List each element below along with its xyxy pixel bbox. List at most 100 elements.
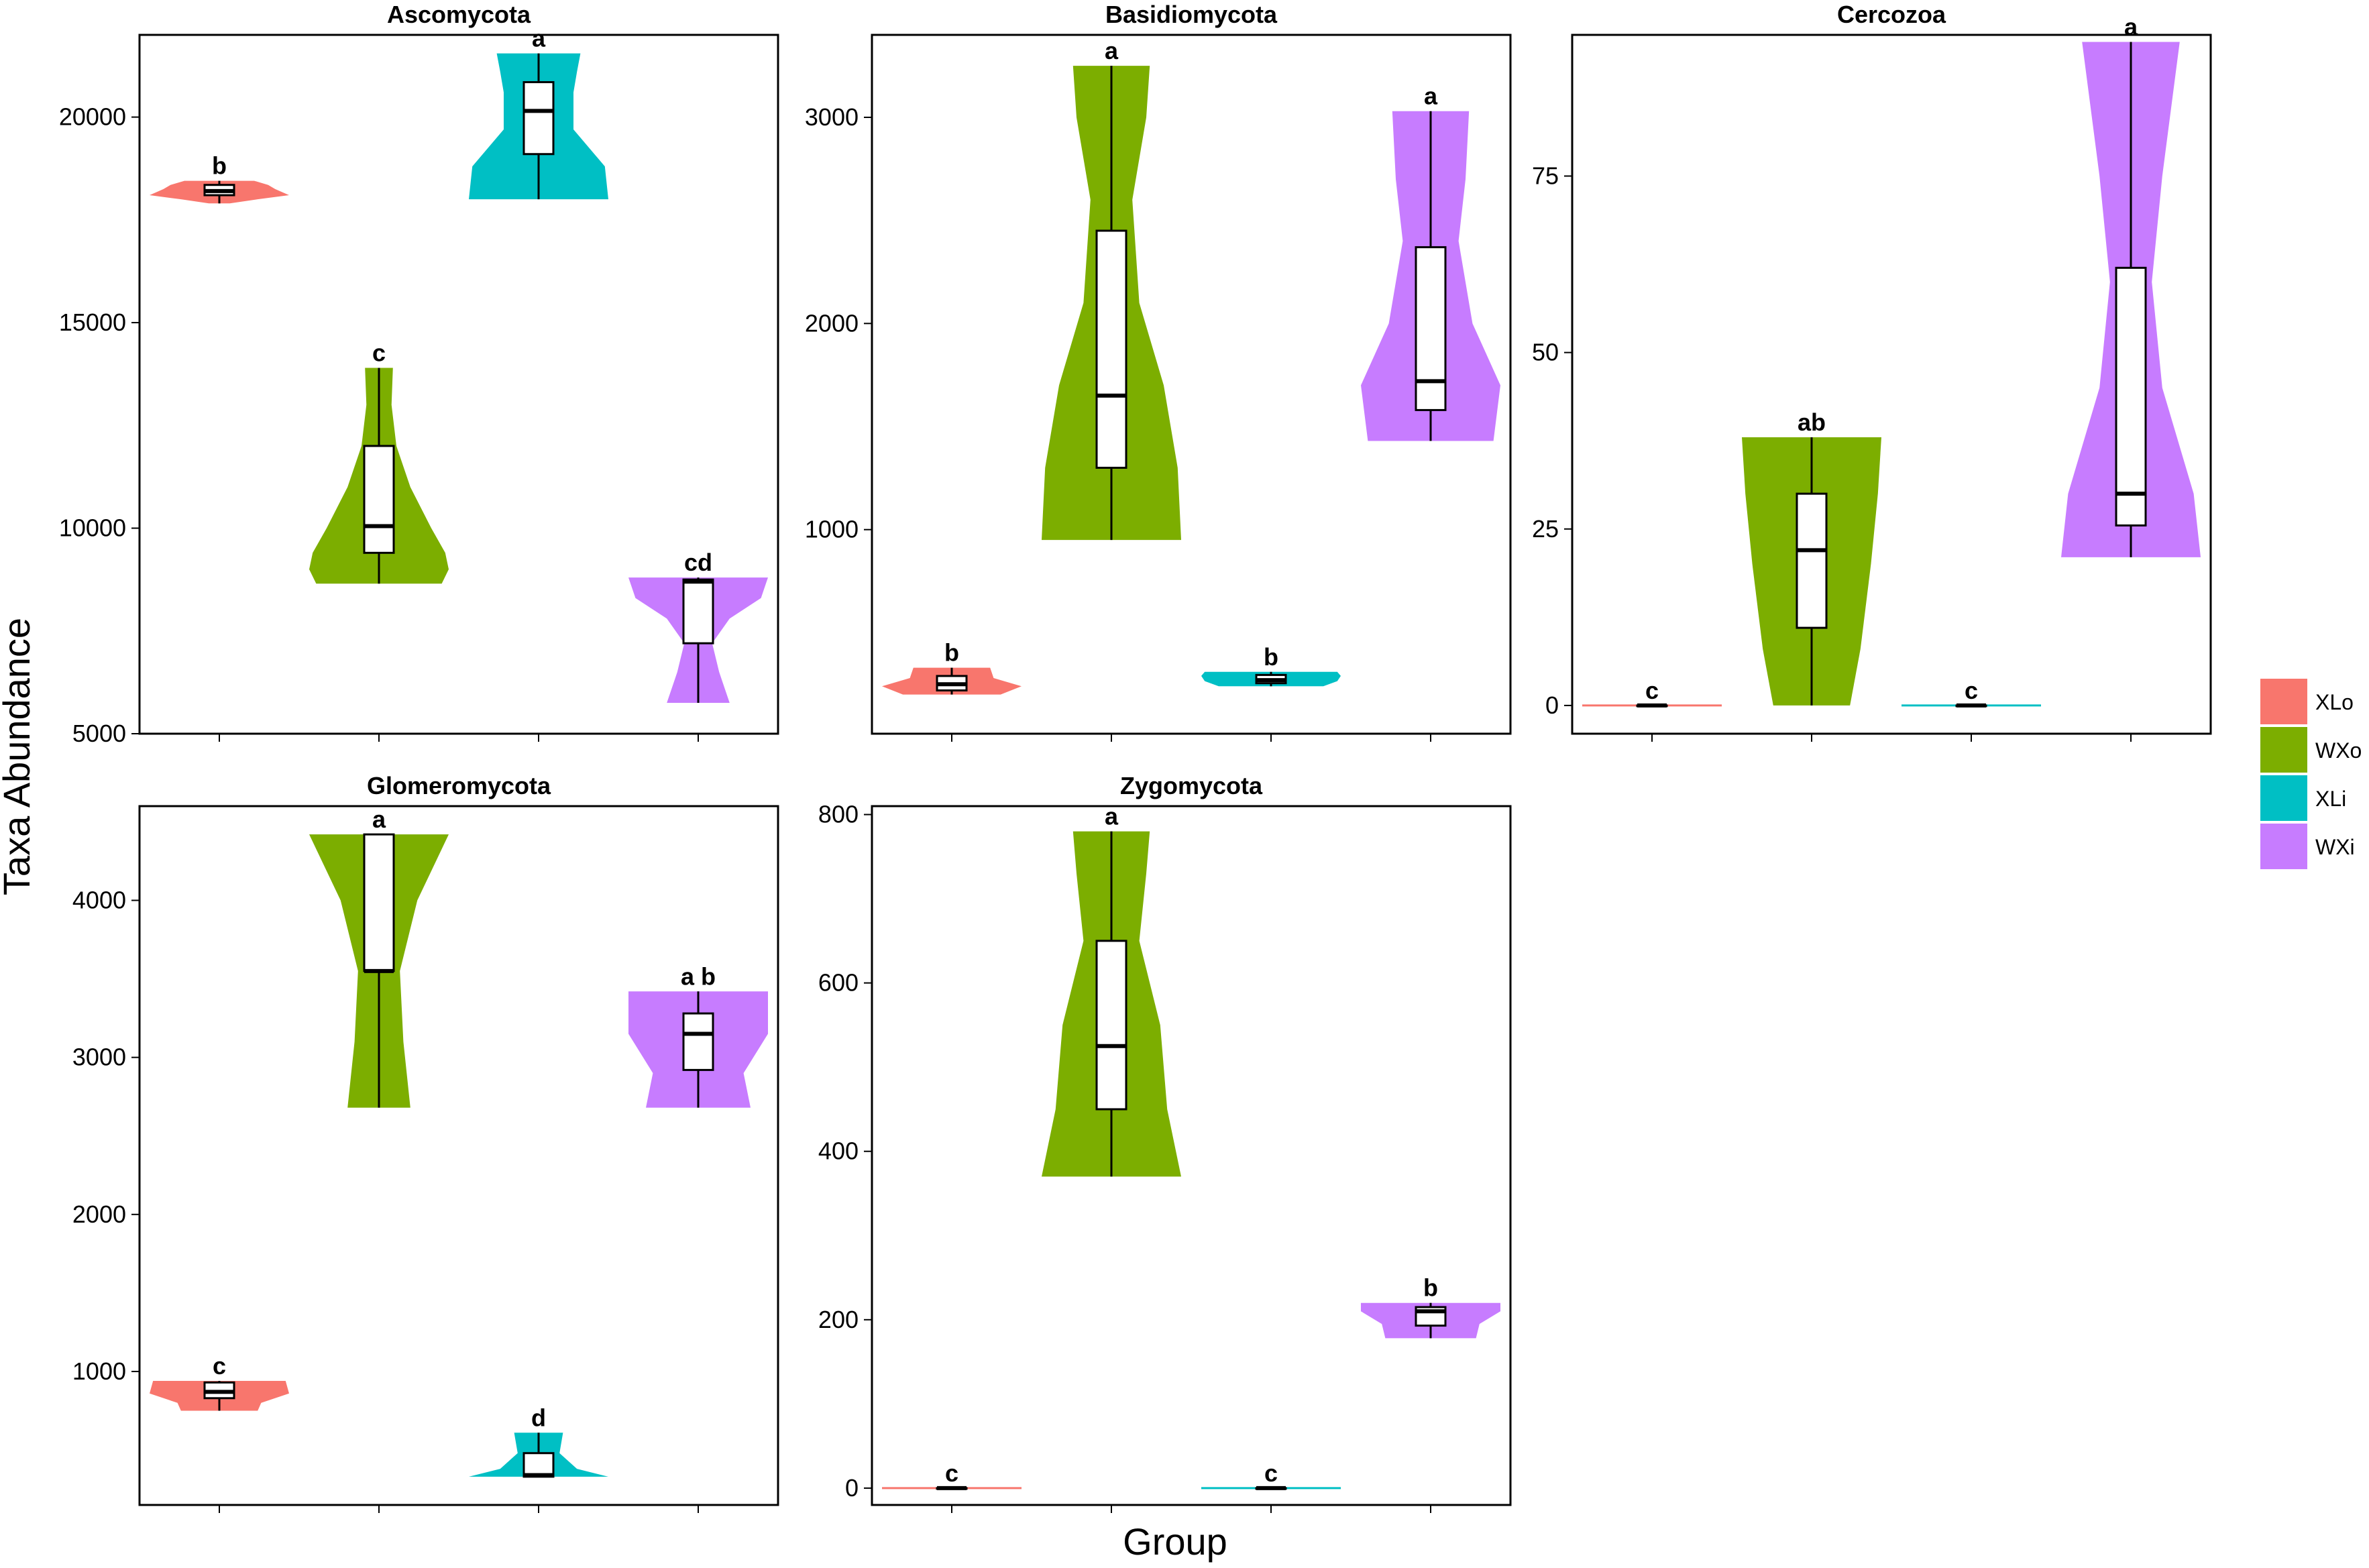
legend-item-wxo: WXo (2260, 727, 2362, 773)
panel-cercozoa: Cercozoa 0 25 50 75 c ab c a (1532, 1, 2212, 742)
legend-swatch (2260, 679, 2307, 724)
panel-frame (1571, 34, 2212, 735)
violin-xlo: b (150, 152, 289, 204)
violin-wxo: a (309, 805, 449, 1108)
violin-xli: b (1201, 643, 1341, 687)
iqr-box (682, 1012, 714, 1071)
y-tick-label: 0 (845, 1474, 859, 1502)
y-tick-label: 3000 (805, 103, 859, 131)
panel-title: Ascomycota (387, 1, 531, 28)
y-tick-label: 1000 (72, 1357, 126, 1385)
legend-label: XLo (2315, 690, 2354, 714)
violin-xlo: c (882, 1459, 1022, 1490)
significance-label: c (1264, 1459, 1278, 1487)
significance-label: b (1423, 1274, 1438, 1302)
significance-label: c (372, 339, 386, 366)
significance-label: a (372, 805, 386, 833)
y-tick-label: 1000 (805, 516, 859, 543)
y-tick-label: 15000 (59, 309, 126, 336)
panel-frame (871, 805, 1512, 1506)
panel-glomeromycota: Glomeromycota 1000 2000 3000 4000 c a d a b (72, 772, 779, 1513)
violin-xli: d (469, 1404, 608, 1478)
panel-title: Zygomycota (1120, 772, 1263, 799)
legend-item-xlo: XLo (2260, 679, 2354, 724)
violin-wxo: a (1042, 37, 1181, 541)
violin-wxi: a (2061, 13, 2201, 557)
panel-title: Basidiomycota (1105, 1, 1278, 28)
significance-label: ab (1798, 408, 1826, 436)
significance-label: c (1965, 677, 1978, 704)
panel-frame (871, 34, 1512, 735)
significance-label: a (532, 25, 546, 52)
significance-label: b (212, 152, 227, 180)
significance-label: a (1105, 803, 1119, 830)
violin-xli: a (469, 25, 608, 200)
legend-item-wxi: WXi (2260, 824, 2355, 869)
iqr-box (363, 833, 395, 972)
y-tick-label: 25 (1532, 515, 1559, 543)
y-tick-label: 20000 (59, 103, 126, 131)
panel-title: Cercozoa (1837, 1, 1946, 28)
y-tick-label: 3000 (72, 1044, 126, 1071)
panel-frame (138, 805, 779, 1506)
significance-label: a b (681, 962, 716, 990)
significance-label: c (945, 1459, 958, 1487)
violin-wxi: b (1361, 1274, 1500, 1339)
y-tick-label: 4000 (72, 886, 126, 913)
panel-frame (138, 34, 779, 735)
significance-label: c (1645, 677, 1659, 704)
significance-label: c (213, 1352, 226, 1380)
y-tick-label: 800 (818, 801, 859, 828)
legend-label: WXi (2315, 835, 2355, 859)
y-tick-label: 0 (1545, 691, 1559, 719)
legend-label: XLi (2315, 787, 2346, 811)
significance-label: cd (684, 549, 712, 576)
panel-ascomycota: Ascomycota 5000 10000 15000 20000 b c a cd (59, 1, 779, 747)
y-tick-label: 400 (818, 1137, 859, 1165)
y-tick-label: 600 (818, 969, 859, 997)
legend-swatch (2260, 824, 2307, 869)
violin-wxo: c (309, 339, 449, 584)
significance-label: a (2124, 13, 2138, 41)
violin-wxo: a (1042, 803, 1181, 1177)
significance-label: b (1264, 643, 1278, 671)
violin-xlo: c (1582, 677, 1722, 708)
y-tick-label: 50 (1532, 339, 1559, 366)
y-axis-title: Taxa Abundance (0, 618, 38, 895)
panel-basidiomycota: Basidiomycota 1000 2000 3000 b a b a (805, 1, 1512, 742)
iqr-box (522, 80, 555, 156)
y-tick-label: 2000 (72, 1200, 126, 1228)
legend-swatch (2260, 775, 2307, 821)
y-tick-label: 10000 (59, 514, 126, 542)
legend-item-xli: XLi (2260, 775, 2346, 821)
panel-title: Glomeromycota (367, 772, 551, 799)
iqr-box (1415, 246, 1447, 411)
legend-swatch (2260, 727, 2307, 773)
iqr-box (1095, 229, 1127, 469)
violin-wxi: a (1361, 82, 1500, 441)
y-tick-label: 2000 (805, 309, 859, 337)
violin-xlo: b (882, 639, 1022, 695)
iqr-box (2115, 266, 2147, 527)
x-axis-title: Group (1123, 1520, 1227, 1563)
violin-xlo: c (150, 1352, 289, 1411)
iqr-box (522, 1452, 555, 1478)
significance-label: a (1424, 82, 1438, 110)
violin-xli: c (1902, 677, 2041, 708)
significance-label: a (1105, 37, 1119, 64)
iqr-box (363, 445, 395, 554)
y-tick-label: 200 (818, 1306, 859, 1333)
violin-wxi: cd (628, 549, 768, 704)
significance-label: b (944, 639, 959, 667)
violin-wxi: a b (628, 962, 768, 1108)
iqr-box (1796, 492, 1828, 629)
legend-label: WXo (2315, 738, 2362, 763)
significance-label: d (531, 1404, 546, 1431)
violin-xli: c (1201, 1459, 1341, 1490)
y-tick-label: 5000 (72, 720, 126, 747)
violin-wxo: ab (1742, 408, 1881, 706)
y-tick-label: 75 (1532, 162, 1559, 190)
iqr-box (682, 578, 714, 645)
